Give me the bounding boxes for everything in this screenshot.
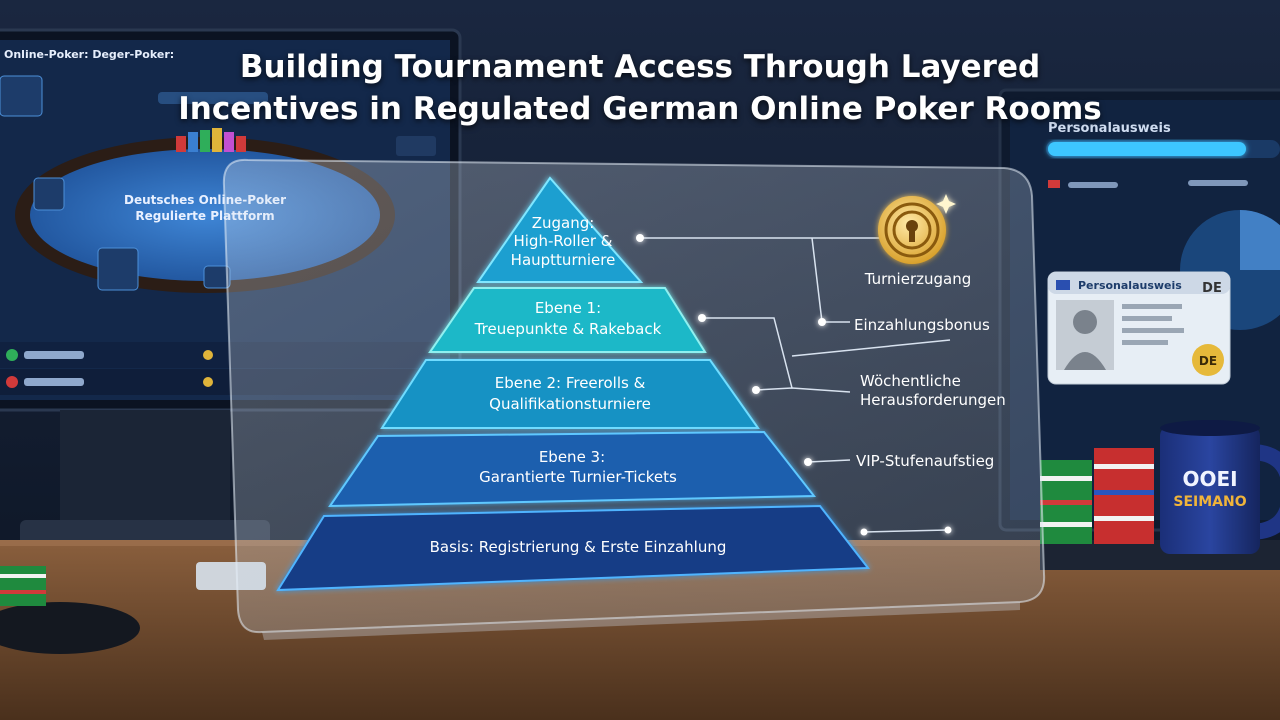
connector-dots	[636, 234, 952, 536]
monitor-title: Online-Poker: Deger-Poker:	[4, 48, 174, 61]
tier-1-line2: Treuepunkte & Rakeback	[474, 320, 662, 338]
pyramid	[276, 176, 870, 592]
keyhole-icon	[878, 194, 956, 264]
tier-base-line1: Basis: Registrierung & Erste Einzahlung	[430, 538, 727, 556]
chip-stack	[176, 128, 246, 152]
mug: OOEI SEIMANO	[1160, 420, 1280, 554]
chip-stacks-desk	[0, 448, 1154, 606]
tier-1-line1: Ebene 1:	[535, 299, 601, 317]
tier-top-line1: Zugang:	[532, 214, 595, 232]
vip-label: VIP-Stufenaufstieg	[856, 452, 994, 470]
tier-2-line1: Ebene 2: Freerolls &	[495, 374, 646, 392]
deposit-bonus-label: Einzahlungsbonus	[854, 316, 990, 334]
incentive-labels: Turnierzugang Einzahlungsbonus Wöchentli…	[854, 270, 1006, 470]
access-label: Turnierzugang	[864, 270, 972, 288]
pyramid-tier-3	[328, 430, 817, 508]
tier-3-line1: Ebene 3:	[539, 448, 605, 466]
pyramid-tier-1	[428, 287, 707, 353]
connector-weekly	[791, 339, 951, 357]
id-seal-text: DE	[1199, 354, 1217, 368]
weekly-challenges-line2: Herausforderungen	[860, 391, 1006, 409]
mug-line1: OOEI	[1182, 467, 1237, 491]
connector-vip	[807, 459, 851, 463]
id-card: Personalausweis DE DE	[1047, 271, 1231, 385]
connectors	[640, 237, 951, 533]
avatar	[0, 75, 43, 117]
page-title: Building Tournament Access Through Layer…	[0, 46, 1280, 130]
page-title-line2: Incentives in Regulated German Online Po…	[178, 91, 1102, 127]
id-badge: DE	[1202, 281, 1222, 296]
connector-base	[863, 529, 949, 533]
connector-tier1	[702, 317, 793, 389]
pyramid-tier-top	[476, 176, 644, 283]
id-seal	[1192, 344, 1224, 376]
page-title-line1: Building Tournament Access Through Layer…	[239, 49, 1041, 85]
weekly-challenges-line1: Wöchentliche	[860, 372, 961, 390]
tier-2-line2: Qualifikationsturniere	[489, 395, 651, 413]
mug-line2: SEIMANO	[1173, 494, 1246, 510]
pyramid-tier-2	[380, 359, 760, 429]
id-card-title: Personalausweis	[1078, 279, 1182, 292]
id-screen-title: Personalausweis	[1048, 121, 1171, 136]
tier-3-line2: Garantierte Turnier-Tickets	[479, 468, 677, 486]
connector-tier2	[755, 387, 851, 393]
tier-labels: Zugang: High-Roller & Hauptturniere Eben…	[430, 214, 727, 556]
tier-top-line3: Hauptturniere	[511, 251, 616, 269]
pyramid-tier-base	[276, 504, 870, 592]
mouse-pad	[0, 602, 140, 654]
tier-top-line2: High-Roller &	[513, 232, 612, 250]
